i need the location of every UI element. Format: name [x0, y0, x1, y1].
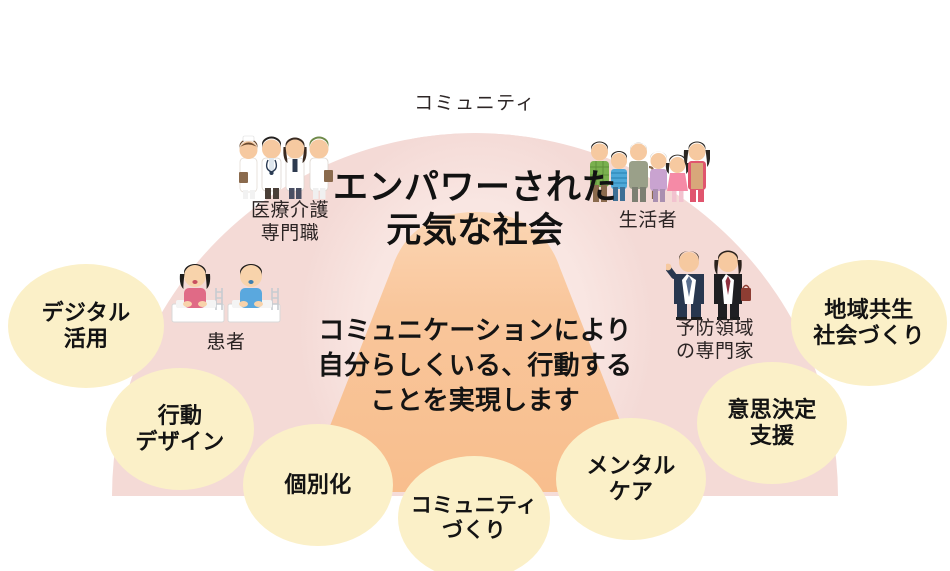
medical-staff-group-icon — [239, 135, 333, 199]
oval-label-regional-symbiosis: 地域共生 社会づくり — [813, 296, 925, 348]
business-people-icon — [666, 250, 751, 320]
oval-label-community-building: コミュニティ づくり — [410, 493, 538, 542]
community-label: コミュニティ — [414, 93, 536, 114]
oval-digital-utilization[interactable]: デジタル 活用 — [8, 264, 164, 388]
family-group-icon — [590, 141, 710, 202]
oval-regional-symbiosis[interactable]: 地域共生 社会づくり — [791, 260, 947, 386]
oval-personalization[interactable]: 個別化 — [243, 424, 393, 546]
oval-label-personalization: 個別化 — [284, 471, 352, 497]
caption-residents: 生活者 — [618, 210, 678, 231]
oval-label-mental-care: メンタル ケア — [586, 452, 676, 504]
center-message: コミュニケーションにより 自分らしくいる、行動する ことを実現します — [317, 315, 633, 415]
hero-title-line1: エンパワーされた — [332, 168, 617, 207]
oval-decision-support[interactable]: 意思決定 支援 — [697, 362, 847, 484]
caption-medical-care-professionals: 医療介護 専門職 — [250, 200, 329, 245]
patients-in-bed-icon — [171, 264, 281, 323]
hero-title-line2: 元気な社会 — [386, 211, 564, 250]
oval-mental-care[interactable]: メンタル ケア — [556, 418, 706, 540]
caption-patients: 患者 — [206, 332, 246, 353]
caption-prevention-experts: 予防領域 の専門家 — [675, 318, 754, 363]
oval-label-behavior-design: 行動 デザイン — [135, 402, 225, 454]
oval-community-building[interactable]: コミュニティ づくり — [398, 456, 550, 571]
oval-label-digital-utilization: デジタル 活用 — [41, 299, 131, 351]
oval-behavior-design[interactable]: 行動 デザイン — [106, 368, 254, 490]
empowerment-triangle — [304, 212, 648, 492]
oval-label-decision-support: 意思決定 支援 — [727, 396, 817, 448]
